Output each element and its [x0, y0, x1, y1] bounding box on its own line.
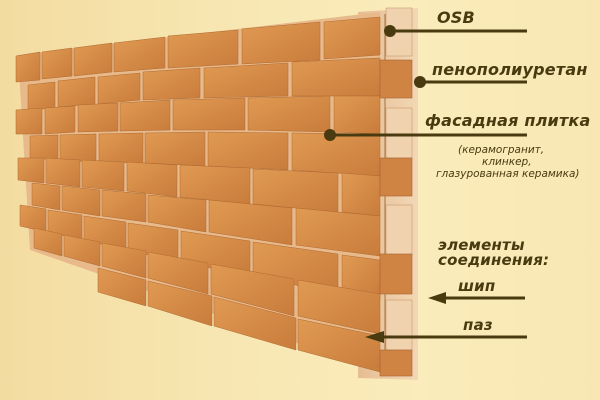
tongue-ends [379, 59, 413, 377]
label-tile-note-1: (керамогранит, [458, 144, 545, 156]
leader-lines [324, 25, 527, 343]
label-tile-note-2: клинкер, [482, 156, 532, 168]
label-tongue: шип [458, 277, 496, 295]
label-groove: паз [463, 316, 493, 334]
brick-rows [15, 16, 381, 373]
label-joints-1: элементы [438, 236, 525, 254]
label-foam: пенополиуретан [432, 60, 588, 79]
label-tile: фасадная плитка [425, 111, 591, 130]
label-tile-note-3: глазурованная керамика) [436, 168, 580, 180]
label-osb: OSB [437, 8, 475, 27]
label-joints-2: соединения: [438, 251, 550, 269]
